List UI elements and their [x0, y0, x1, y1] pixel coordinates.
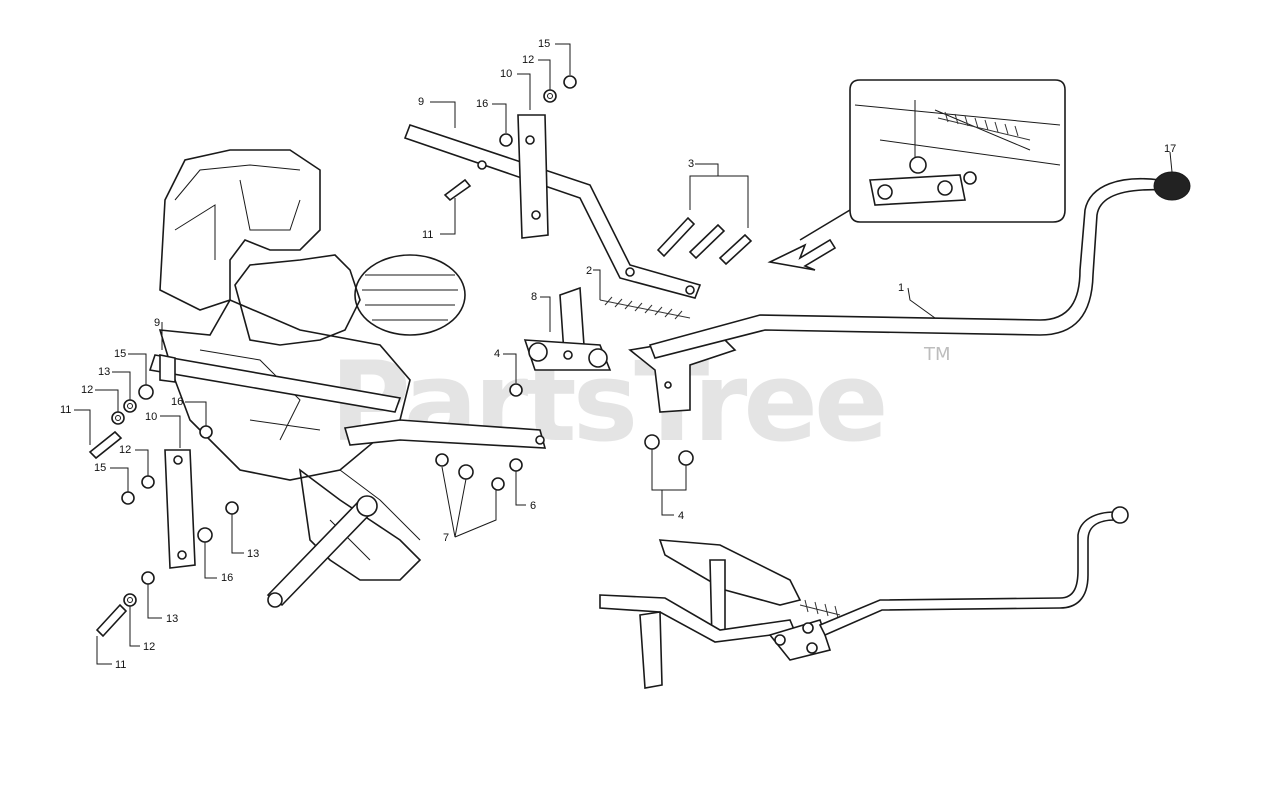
shift-lever [648, 171, 1191, 359]
callout-15-left: 15 [114, 348, 126, 360]
callout-8: 9 [154, 317, 160, 329]
callout-5: 6 [530, 500, 536, 512]
callout-12-left: 12 [81, 384, 93, 396]
engine-assembly [148, 149, 547, 608]
callout-4-lower: 4 [678, 510, 684, 522]
watermark-trademark: TM [923, 344, 951, 365]
callout-16-low: 16 [221, 572, 233, 584]
knob-icon [1153, 171, 1191, 201]
callout-12-top: 12 [522, 54, 534, 66]
callout-11-top: 11 [422, 229, 433, 241]
callout-1: 1 [898, 282, 904, 294]
leader-lines [74, 43, 1173, 665]
callout-16-left: 16 [171, 396, 183, 408]
callout-3: 3 [688, 158, 694, 170]
callout-12-low: 12 [143, 641, 155, 653]
upper-link-bar [403, 123, 702, 299]
inset-detail [767, 79, 1066, 271]
callout-10-left: 10 [145, 411, 157, 423]
callout-9: 9 [418, 96, 424, 108]
callout-13-left: 13 [98, 366, 110, 378]
callout-13-low: 13 [166, 613, 178, 625]
callout-10-top: 10 [500, 68, 512, 80]
callout-4-upper: 4 [494, 348, 500, 360]
callout-16-top: 16 [476, 98, 488, 110]
callout-2: 2 [586, 265, 592, 277]
watermark-text: PartsTree [330, 338, 885, 466]
callout-15-top: 15 [538, 38, 550, 50]
arrow-icon [767, 238, 837, 271]
assembled-view [599, 506, 1129, 689]
callout-17: 17 [1164, 143, 1176, 155]
callout-13-mid: 13 [247, 548, 259, 560]
callout-12-mid: 12 [119, 444, 131, 456]
callout-11-low: 11 [115, 659, 126, 671]
callout-7: 8 [531, 291, 537, 303]
spring-and-bracket [523, 286, 691, 371]
callout-15-mid: 15 [94, 462, 106, 474]
callout-labels: 15 12 10 9 16 11 3 2 8 4 1 17 9 15 13 12… [60, 38, 1176, 671]
callout-6: 7 [443, 532, 449, 544]
callout-11-left: 11 [60, 404, 71, 416]
upper-strap [517, 114, 549, 239]
bolts-set [88, 178, 753, 638]
